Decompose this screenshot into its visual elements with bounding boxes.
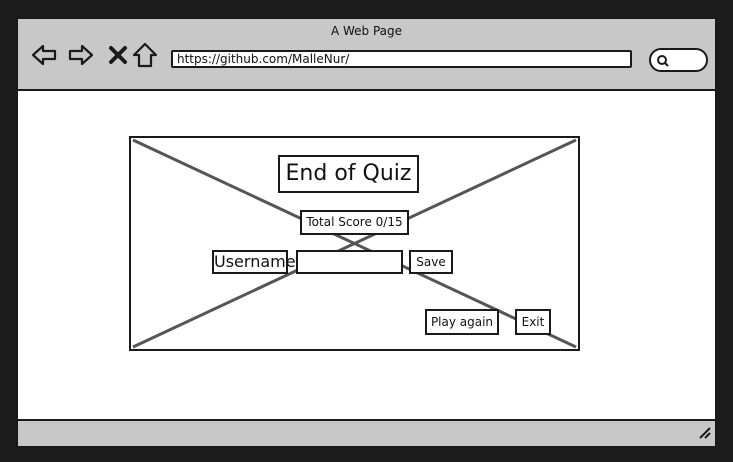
page-title: End of Quiz [278, 155, 419, 193]
save-button[interactable]: Save [409, 250, 453, 274]
forward-arrow-icon[interactable] [68, 42, 94, 68]
score-display: Total Score 0/15 [300, 210, 409, 235]
status-bar [18, 419, 715, 446]
url-bar[interactable]: https://github.com/MalleNur/ [171, 50, 632, 68]
image-placeholder [129, 136, 580, 351]
resize-handle-icon[interactable] [696, 424, 712, 444]
username-input[interactable] [296, 250, 403, 274]
browser-toolbar: A Web Page https://github.com/MalleNur/ [18, 19, 715, 91]
search-icon [656, 53, 670, 72]
close-x-icon[interactable] [105, 42, 131, 68]
play-again-button[interactable]: Play again [425, 309, 499, 335]
home-icon[interactable] [132, 42, 158, 68]
placeholder-cross-icon [132, 138, 577, 349]
back-arrow-icon[interactable] [31, 42, 57, 68]
username-label: Username [212, 250, 296, 274]
exit-button[interactable]: Exit [515, 309, 551, 335]
search-field[interactable] [649, 48, 708, 72]
window-title: A Web Page [330, 24, 403, 38]
